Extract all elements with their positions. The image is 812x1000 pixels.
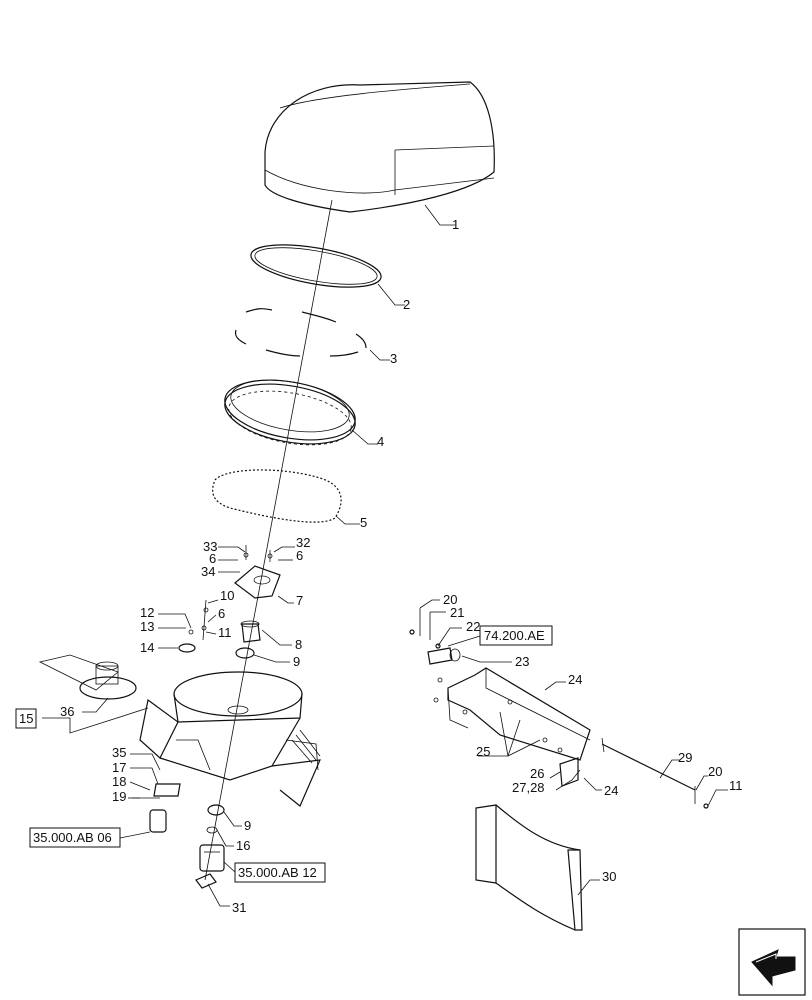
- part-ring-segments: [234, 308, 367, 357]
- callout-7: 7: [296, 593, 303, 608]
- callout-25: 25: [476, 744, 490, 759]
- part-left-bolts: [178, 599, 209, 653]
- part-ring-seal: [250, 244, 382, 288]
- ref-35-000-ab-12-label: 35.000.AB 12: [238, 865, 317, 880]
- assembly-axis: [204, 199, 333, 881]
- callout-6c: 6: [218, 606, 225, 621]
- part-shield: [475, 804, 583, 931]
- ref-box-15[interactable]: 15: [15, 708, 37, 729]
- callout-26: 26: [530, 766, 544, 781]
- callout-30: 30: [602, 869, 616, 884]
- callout-24a: 24: [568, 672, 582, 687]
- ref-35-000-ab-06-label: 35.000.AB 06: [33, 830, 112, 845]
- part-rod: [601, 737, 709, 809]
- part-bottom-bracket: [132, 783, 181, 833]
- callout-33: 33: [203, 539, 217, 554]
- callout-31: 31: [232, 900, 246, 915]
- part-washer-lower: [207, 804, 225, 816]
- callout-36: 36: [60, 704, 74, 719]
- callout-32: 32: [296, 535, 310, 550]
- arrow-back-icon[interactable]: [738, 928, 806, 996]
- callout-22: 22: [466, 619, 480, 634]
- callout-9b: 9: [244, 818, 251, 833]
- callout-12: 12: [140, 605, 154, 620]
- ref-box-74-200-ae[interactable]: 74.200.AE: [479, 625, 553, 646]
- ref-74-200-ae-label: 74.200.AE: [484, 628, 545, 643]
- callout-24b: 24: [604, 783, 618, 798]
- part-dome-cover: [264, 81, 495, 213]
- callout-6b: 6: [296, 548, 303, 563]
- callout-8: 8: [295, 637, 302, 652]
- callout-5: 5: [360, 515, 367, 530]
- part-bracket: [234, 545, 281, 599]
- callout-11a: 11: [218, 625, 232, 640]
- callout-20a: 20: [443, 592, 457, 607]
- part-washer-upper: [235, 647, 255, 659]
- part-chain: [212, 469, 342, 523]
- ref-15-label: 15: [19, 711, 33, 726]
- callout-16: 16: [236, 838, 250, 853]
- callout-9a: 9: [293, 654, 300, 669]
- callout-10: 10: [220, 588, 234, 603]
- part-seal-lower: [206, 826, 218, 834]
- callout-1: 1: [452, 217, 459, 232]
- part-right-bolts: [409, 608, 441, 649]
- callout-27-28: 27,28: [512, 780, 545, 795]
- part-housing: [139, 671, 321, 807]
- part-bushing: [240, 620, 261, 643]
- part-gearbox: [195, 844, 225, 889]
- callout-17: 17: [112, 760, 126, 775]
- callout-20b: 20: [708, 764, 722, 779]
- ref-box-35-000-ab-12[interactable]: 35.000.AB 12: [234, 862, 326, 883]
- part-spinner: [38, 654, 137, 700]
- callout-3: 3: [390, 351, 397, 366]
- callout-13: 13: [140, 619, 154, 634]
- part-geared-ring: [224, 379, 356, 446]
- callout-6a: 6: [209, 551, 216, 566]
- callout-21: 21: [450, 605, 464, 620]
- part-shaft-coupling: [427, 647, 461, 665]
- callout-4: 4: [377, 434, 384, 449]
- callout-23: 23: [515, 654, 529, 669]
- part-mounting-frame: [433, 667, 591, 787]
- ref-box-35-000-ab-06[interactable]: 35.000.AB 06: [29, 827, 121, 848]
- callout-29: 29: [678, 750, 692, 765]
- callout-19: 19: [112, 789, 126, 804]
- callout-14: 14: [140, 640, 154, 655]
- callout-18: 18: [112, 774, 126, 789]
- callout-11b: 11: [729, 778, 743, 793]
- callout-34: 34: [201, 564, 215, 579]
- callout-2: 2: [403, 297, 410, 312]
- callout-35: 35: [112, 745, 126, 760]
